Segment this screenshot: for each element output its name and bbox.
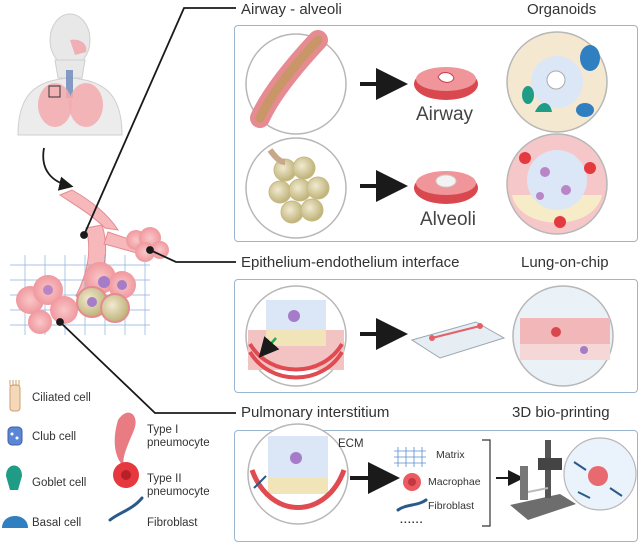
legend-label-ciliated-cell: Ciliated cell — [32, 392, 91, 404]
model-title-organoids: Organoids — [527, 1, 597, 18]
section-title-pulmonary-interstitium: Pulmonary interstitium — [241, 404, 390, 421]
legend-label-type1-line2: pneumocyte — [147, 437, 210, 449]
model-title-lung-on-chip: Lung-on-chip — [521, 254, 609, 271]
model-title-3d-bioprinting: 3D bio-printing — [512, 404, 610, 421]
lung-detail-illustration — [10, 189, 169, 335]
ecm-label: ECM — [338, 438, 364, 450]
legend-label-club-cell: Club cell — [32, 431, 77, 443]
component-matrix: Matrix — [436, 449, 465, 461]
panel-interface-art — [245, 285, 614, 387]
component-fibroblast: Fibroblast — [428, 500, 475, 512]
component-macrophage: Macrophae — [428, 476, 481, 488]
legend-icons — [2, 380, 144, 528]
component-ellipsis: ...... — [400, 514, 424, 526]
legend-label-type1-line1: Type I — [147, 424, 179, 436]
legend-label-type1-pneumocyte: Type I pneumocyte — [147, 424, 210, 450]
legend-label-basal-cell: Basal cell — [32, 517, 82, 529]
legend-label-fibroblast: Fibroblast — [147, 517, 198, 529]
curved-arrow — [42, 147, 74, 191]
basal-cell-icon — [2, 516, 28, 528]
club-cell-icon — [7, 426, 23, 446]
type1-pneumocyte-icon — [114, 412, 136, 468]
ciliated-cell-icon — [9, 384, 21, 412]
panel-interstitium-art — [247, 423, 637, 527]
fibroblast-small-icon — [396, 498, 428, 512]
connector-lines — [56, 7, 236, 414]
dish-label-airway: Airway — [416, 104, 474, 125]
section-title-epithelium-endothelium: Epithelium-endothelium interface — [241, 254, 460, 271]
legend-label-type2-pneumocyte: Type II pneumocyte — [147, 473, 210, 499]
legend-label-type2-line1: Type II — [147, 473, 182, 485]
dish-label-alveoli: Alveoli — [420, 209, 476, 230]
human-torso-figure — [17, 13, 123, 136]
fibroblast-icon — [108, 496, 144, 522]
bioprinter-icon — [510, 440, 576, 520]
panel-airway-alveoli-art — [245, 30, 608, 239]
matrix-icon — [394, 447, 426, 467]
goblet-cell-icon — [6, 465, 22, 490]
legend-label-goblet-cell: Goblet cell — [32, 477, 87, 489]
legend-label-type2-line2: pneumocyte — [147, 486, 210, 498]
section-title-airway-alveoli: Airway - alveoli — [241, 1, 342, 18]
